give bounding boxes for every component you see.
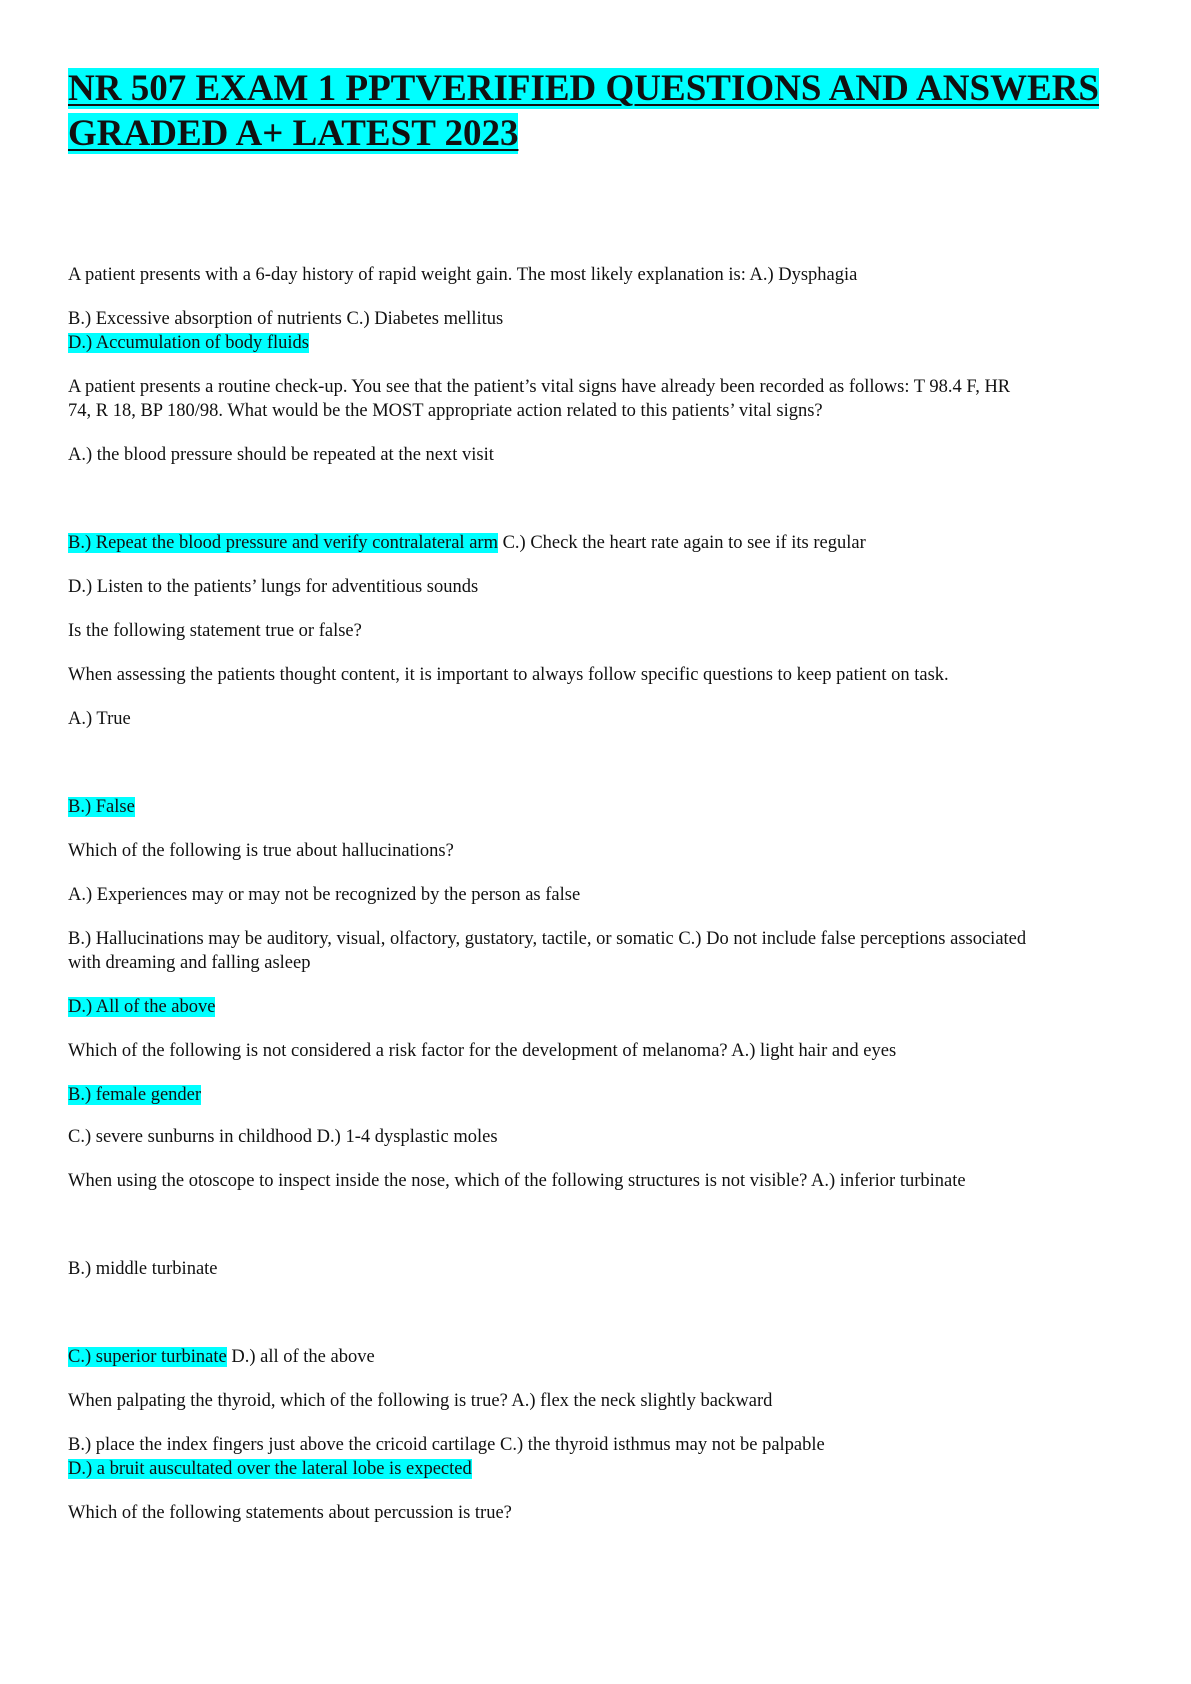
question-4-answer: D.) All of the above	[68, 997, 216, 1017]
question-2-options-bc: B.) Repeat the blood pressure and verify…	[68, 531, 1128, 555]
question-1-text: A patient presents with a 6-day history …	[68, 265, 858, 285]
question-6-text: When using the otoscope to inspect insid…	[68, 1171, 966, 1191]
question-8-text: Which of the following statements about …	[68, 1503, 512, 1523]
question-2-option-d: D.) Listen to the patients’ lungs for ad…	[68, 577, 479, 597]
question-2-option-c: C.) Check the heart rate again to see if…	[497, 533, 866, 553]
question-6-answer: C.) superior turbinate	[68, 1347, 227, 1367]
question-7-answer: D.) a bruit auscultated over the lateral…	[68, 1459, 472, 1479]
question-2-answer: B.) Repeat the blood pressure and verify…	[68, 533, 498, 553]
question-2-option-a: A.) the blood pressure should be repeate…	[68, 445, 494, 465]
question-7-options-bc: B.) place the index fingers just above t…	[68, 1435, 825, 1455]
question-6-option-b: B.) middle turbinate	[68, 1259, 218, 1279]
question-5-text: Which of the following is not considered…	[68, 1041, 897, 1061]
question-3-statement: When assessing the patients thought cont…	[68, 665, 949, 685]
question-3-answer: B.) False	[68, 797, 135, 817]
question-4-option-a: A.) Experiences may or may not be recogn…	[68, 885, 581, 905]
question-4-options-bc-2: with dreaming and falling asleep	[68, 953, 311, 973]
question-1-answer: D.) Accumulation of body fluids	[68, 333, 309, 353]
question-7-text: When palpating the thyroid, which of the…	[68, 1391, 773, 1411]
question-5-answer: B.) female gender	[68, 1085, 202, 1105]
question-5-answer-row: B.) female gender	[68, 1083, 1128, 1107]
question-4-answer-row: D.) All of the above	[68, 995, 1128, 1019]
question-7-answer-row: D.) a bruit auscultated over the lateral…	[68, 1457, 1128, 1481]
question-1-answer-row: D.) Accumulation of body fluids	[68, 331, 1128, 355]
question-5-options-cd: C.) severe sunburns in childhood D.) 1-4…	[68, 1127, 498, 1147]
question-3-option-a: A.) True	[68, 709, 131, 729]
question-6-options-cd: C.) superior turbinate D.) all of the ab…	[68, 1345, 1128, 1369]
question-2-text-1: A patient presents a routine check-up. Y…	[68, 377, 1011, 397]
question-4-options-bc-1: B.) Hallucinations may be auditory, visu…	[68, 929, 1027, 949]
question-2-text-2: 74, R 18, BP 180/98. What would be the M…	[68, 401, 823, 421]
document-title: NR 507 EXAM 1 PPTVERIFIED QUESTIONS AND …	[68, 66, 1128, 156]
title-line-1: NR 507 EXAM 1 PPTVERIFIED QUESTIONS AND …	[68, 68, 1100, 109]
question-3-prompt: Is the following statement true or false…	[68, 621, 362, 641]
question-6-option-d: D.) all of the above	[226, 1347, 375, 1367]
question-4-text: Which of the following is true about hal…	[68, 841, 454, 861]
question-3-answer-row: B.) False	[68, 795, 1128, 819]
question-1-options: B.) Excessive absorption of nutrients C.…	[68, 309, 504, 329]
title-line-2: GRADED A+ LATEST 2023	[68, 113, 519, 154]
